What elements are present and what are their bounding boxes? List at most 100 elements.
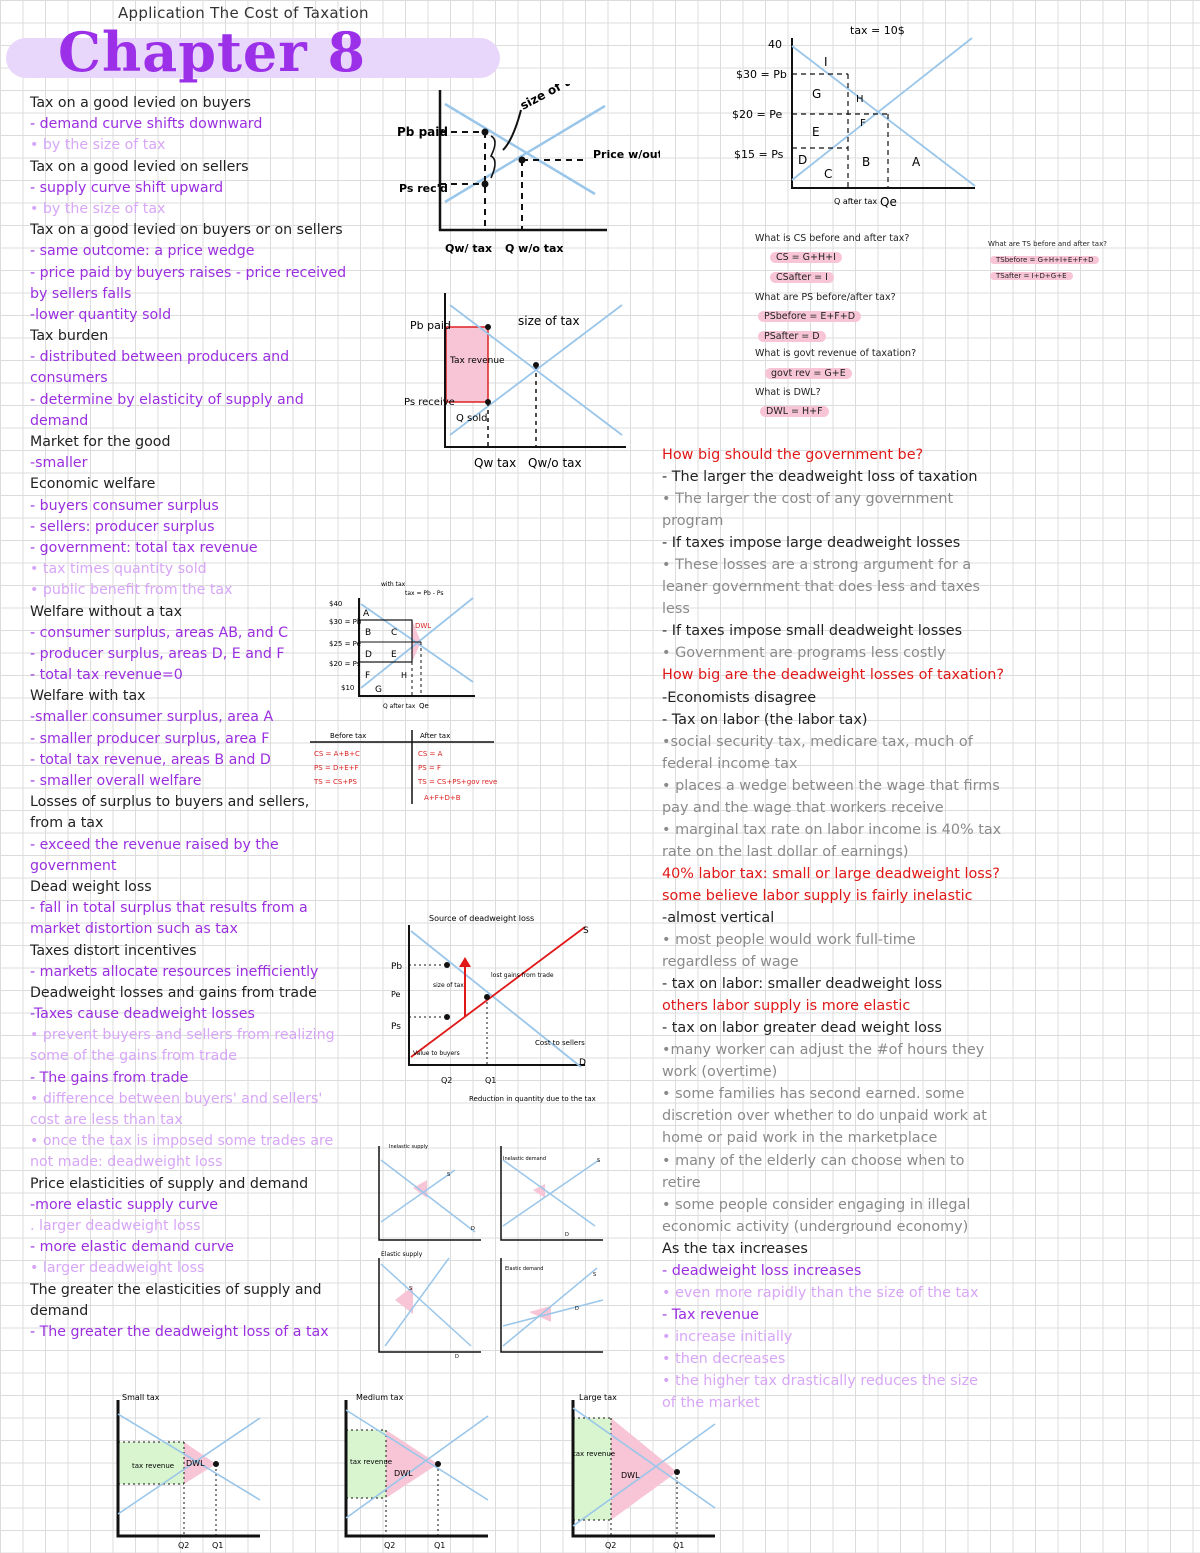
graph-label: Q1 [673, 1541, 684, 1550]
graph-label: Small tax [122, 1393, 160, 1402]
fig2-pb-label: Pb paid [410, 319, 451, 332]
fig1-ps-label: Ps rec'd [399, 182, 448, 195]
right-note-line: economic activity (underground economy) [662, 1218, 969, 1235]
graph-label: Value to buyers [413, 1050, 460, 1057]
graph-label: C [391, 628, 397, 638]
fig2-supply-line [449, 304, 623, 436]
right-note-line: • The larger the cost of any government [662, 491, 954, 508]
graph-label: F [860, 118, 866, 129]
graph-label: S [593, 1272, 596, 1278]
right-note-line: - Tax on labor (the labor tax) [662, 711, 868, 728]
left-note-line: consumers [30, 370, 108, 387]
graph-label: G [375, 685, 382, 695]
fig4-axes [791, 38, 975, 189]
right-note-line: discretion over whether to do unpaid wor… [662, 1108, 987, 1125]
graph-label: D [565, 1232, 569, 1238]
fig1-price-label: Price w/out tax [593, 148, 660, 161]
left-note-line: -Taxes cause deadweight losses [30, 1006, 255, 1023]
left-note-line: Tax on a good levied on buyers or on sel… [30, 222, 343, 239]
left-note-line: Welfare with tax [30, 688, 146, 705]
right-note-line: - If taxes impose small deadweight losse… [662, 623, 963, 640]
left-note-line: Economic welfare [30, 476, 156, 493]
left-note-line: - determine by elasticity of supply and [30, 391, 304, 408]
right-note-line: home or paid work in the marketplace [662, 1130, 938, 1147]
right-note-line: -almost vertical [662, 909, 775, 926]
left-note-line: Tax on a good levied on sellers [30, 158, 249, 175]
left-note-line: - smaller overall welfare [30, 773, 202, 789]
deadweight-source-graph: Source of deadweight loss Pb Pe Ps size … [391, 914, 596, 1103]
graph-label: $15 = Ps [734, 148, 784, 161]
graph-label: Medium tax [356, 1393, 404, 1402]
right-note-line: • some people consider engaging in illeg… [662, 1196, 971, 1213]
left-notes-column: Tax on a good levied on buyers- demand c… [30, 93, 346, 1343]
left-note-line: - price paid by buyers raises - price re… [30, 264, 347, 281]
graph-label: $20 = Ps [329, 660, 361, 668]
left-note-line: -smaller [30, 455, 88, 472]
left-note-line: some of the gains from trade [30, 1048, 237, 1065]
graph-label: D [579, 1058, 586, 1068]
qa-ps-before: PSbefore = E+F+D [758, 311, 862, 322]
graph-label: B [862, 155, 870, 169]
right-note-line: • Government are programs less costly [662, 645, 946, 662]
left-note-line: • tax times quantity sold [30, 561, 207, 578]
right-note-line: • many of the elderly can choose when to [662, 1152, 965, 1169]
table-after-ts: TS = CS+PS+gov revenue? [417, 778, 498, 786]
left-note-line: -lower quantity sold [30, 306, 172, 323]
tax-revenue-graph: Pb paid Ps receive Tax revenue Q sold si… [404, 293, 626, 470]
right-note-line: • then decreases [662, 1350, 786, 1367]
qa-ps-question: What are PS before/after tax? [755, 292, 896, 303]
graph-label: tax revenue [573, 1450, 615, 1458]
fig1-qwo-label: Q w/o tax [505, 242, 564, 255]
graph-label: Source of deadweight loss [429, 914, 534, 923]
right-note-line: • some families has second earned. some [662, 1086, 965, 1103]
fig2-sold-label: Q sold [456, 413, 488, 424]
left-note-line: - supply curve shift upward [30, 179, 224, 196]
graph-label: DWL [186, 1459, 205, 1468]
right-note-line: work (overtime) [662, 1064, 778, 1081]
left-note-line: • larger deadweight loss [30, 1260, 205, 1277]
left-note-line: - markets allocate resources inefficient… [30, 963, 319, 980]
right-note-line: regardless of wage [662, 954, 799, 971]
qa-rev-answer: govt rev = G+E [765, 368, 852, 379]
graph-label: $30 = Pb [329, 618, 362, 626]
table-after-ps: PS = F [418, 764, 441, 772]
qa-ts-question: What are TS before and after tax? [988, 240, 1107, 248]
right-note-line: - The larger the deadweight loss of taxa… [662, 469, 978, 486]
welfare-table: Before tax After tax CS = A+B+C PS = D+E… [310, 730, 498, 804]
left-note-line: - more elastic demand curve [30, 1239, 234, 1256]
left-note-line: • by the size of tax [30, 137, 166, 154]
graph-label: DWL [415, 622, 431, 630]
fig1-size-label: size of tax [518, 84, 586, 113]
graph-label: Pe [391, 990, 401, 999]
table-before-ts: TS = CS+PS [313, 778, 357, 786]
graph-label: B [365, 628, 371, 638]
left-note-line: - sellers: producer surplus [30, 518, 215, 535]
left-note-line: - fall in total surplus that results fro… [30, 900, 308, 917]
left-note-line: - buyers consumer surplus [30, 497, 219, 514]
left-note-line: - smaller producer surplus, area F [30, 730, 270, 747]
right-note-line: retire [662, 1174, 701, 1191]
graph-label: Pb [391, 962, 402, 972]
graph-label: E [812, 125, 820, 139]
fig2-qw-label: Qw tax [474, 456, 516, 470]
left-note-line: • prevent buyers and sellers from realiz… [30, 1027, 335, 1044]
left-note-line: cost are less than tax [30, 1112, 183, 1128]
table-before-ps: PS = D+E+F [314, 764, 359, 772]
right-note-line: As the tax increases [662, 1240, 808, 1257]
right-note-line: 40% labor tax: small or large deadweight… [662, 865, 1000, 882]
graph-label: Inelastic supply [389, 1144, 428, 1150]
medium-tax-chart: Medium tax tax revenue DWL Q2 Q1 [344, 1393, 489, 1550]
left-note-line: Deadweight losses and gains from trade [30, 984, 317, 1001]
graph-label: tax revenue [350, 1458, 392, 1466]
fig1-axes [438, 90, 607, 232]
left-note-line: - total tax revenue=0 [30, 667, 183, 684]
right-note-line: How big are the deadweight losses of tax… [662, 667, 1005, 684]
left-note-line: - The gains from trade [30, 1069, 189, 1086]
right-note-line: •many worker can adjust the #of hours th… [662, 1042, 985, 1059]
page-title: Chapter 8 [58, 20, 367, 84]
small-tax-chart: Small tax tax revenue DWL Q2 Q1 [116, 1393, 261, 1550]
graph-label: DWL [621, 1471, 640, 1480]
graph-label: S [447, 1172, 450, 1178]
left-note-line: • public benefit from the tax [30, 582, 233, 599]
graph-label: D [455, 1354, 459, 1360]
